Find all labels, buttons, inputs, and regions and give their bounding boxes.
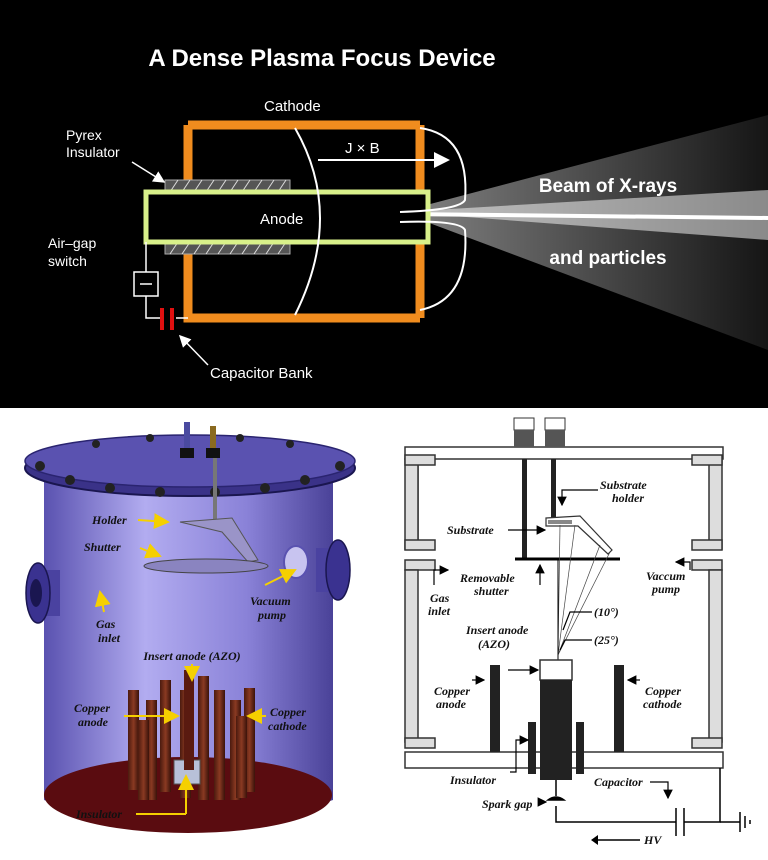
right-pointers [433,489,691,807]
top-title: A Dense Plasma Focus Device [148,45,495,72]
pyrex-label-2: Insulator [66,144,120,160]
right-wall-lower [708,569,723,743]
insert-anode-label: Insert anode (AZO) [142,649,240,663]
substrate-holder-label-1: Substrate [600,478,647,492]
top-panel: A Dense Plasma Focus Device Anode J × B … [0,0,768,408]
removable-label-2: shutter [473,584,509,598]
insert-anode-top [539,659,573,681]
substrate-holder-label-2: holder [612,491,644,505]
circuit [545,768,751,841]
feedthrough-r2 [544,417,566,431]
capacitor-bank-label: Capacitor Bank [210,365,313,382]
right-flange-bottom [691,737,723,749]
left-panel: Holder Shutter Vacuum pump Gas inlet Ins… [24,422,356,833]
airgap-label-1: Air–gap [48,235,96,251]
pyrex-pointer [131,161,166,183]
spark-gap-label: Spark gap [482,797,532,811]
copper-anode-label-r2: anode [436,697,467,711]
vaccum-label-2: pump [651,582,680,596]
feedthrough-base-2 [206,448,220,458]
current-sheath-3 [399,220,467,311]
airgap-label-2: switch [48,253,87,269]
holder-rod [213,458,217,526]
anode-label: Anode [260,211,303,228]
left-wall-upper-block [404,458,419,550]
angle-25-label: (25°) [594,633,619,647]
xray-beam [400,115,768,350]
copper-anode-rod [490,665,500,752]
feedthrough-2 [210,426,216,448]
right-panel: Substrate holder Substrate Removable shu… [404,417,751,847]
copper-cathode-label-2: cathode [268,719,307,733]
gas-label-2: inlet [98,631,121,645]
left-pointers [94,513,297,815]
gas-inlet-label-1: Gas [430,591,450,605]
xray-beam-axis [399,212,768,220]
top-plate [404,446,724,460]
right-wall-upper-block [708,458,723,550]
feedthrough-r2-body [545,430,565,447]
insert-anode-label-2: (AZO) [478,637,510,651]
insert-anode-body [540,680,572,780]
copper-anode-label-r1: Copper [434,684,470,698]
left-flange-top [404,454,436,466]
copper-cathode-label-r2: cathode [643,697,682,711]
beam-label-2: and particles [549,248,666,269]
insulator-left [528,722,536,774]
copper-cathode-rod [614,665,624,752]
left-gas-flange-1 [404,539,436,551]
feedthrough-r1 [513,417,535,431]
feedthrough-1 [184,422,190,448]
left-gas-flange-2 [404,559,436,571]
anode [143,189,431,245]
vacuum-label-1: Vacuum [250,594,291,608]
vacuum-label-2: pump [257,608,286,622]
hv-label: HV [643,833,662,847]
current-sheath-2 [399,127,467,213]
substrate [548,520,572,524]
right-flange-top [691,454,723,466]
capacitor-label: Capacitor [594,775,643,789]
capacitor-bank [160,308,174,330]
insert-anode-label-1: Insert anode [465,623,529,637]
holder-label: Holder [91,513,127,527]
substrate-holder-rod [551,459,556,519]
removable-label-1: Removable [459,571,515,585]
feedthrough-base-1 [180,448,194,458]
gas-inlet-label-2: inlet [428,604,451,618]
left-flange-bottom [404,737,436,749]
insulator-label-r: Insulator [449,773,496,787]
left-wall-lower [404,569,419,743]
hv-terminal [591,835,598,845]
copper-cathode-label-r1: Copper [645,684,681,698]
current-sheath-1 [294,127,321,316]
airgap-switch [133,242,188,319]
shutter-rod [522,459,527,559]
insulator-right [576,722,584,774]
pyrex-label-1: Pyrex [66,127,102,143]
gas-label-1: Gas [96,617,116,631]
capacitor-pointer [178,334,209,366]
right-vac-flange-1 [691,539,723,551]
feedthrough-r1-body [514,430,534,447]
right-vac-flange-2 [691,559,723,571]
gas-port [25,562,60,624]
copper-cathode-label-1: Copper [270,705,306,719]
lid-bolts [35,434,345,497]
copper-anode-label-2: anode [78,715,109,729]
vaccum-label-1: Vaccum [646,569,685,583]
substrate-label: Substrate [447,523,494,537]
insert-anode-rod [184,670,194,770]
cathode-label: Cathode [264,98,321,115]
beam-label-1: Beam of X-rays [539,176,677,197]
insulator-label: Insulator [75,807,122,821]
angle-10-label: (10°) [594,605,619,619]
shutter-label: Shutter [84,540,121,554]
copper-anode-label-1: Copper [74,701,110,715]
jxb-label: J × B [345,140,380,157]
shutter-plate [143,558,269,574]
